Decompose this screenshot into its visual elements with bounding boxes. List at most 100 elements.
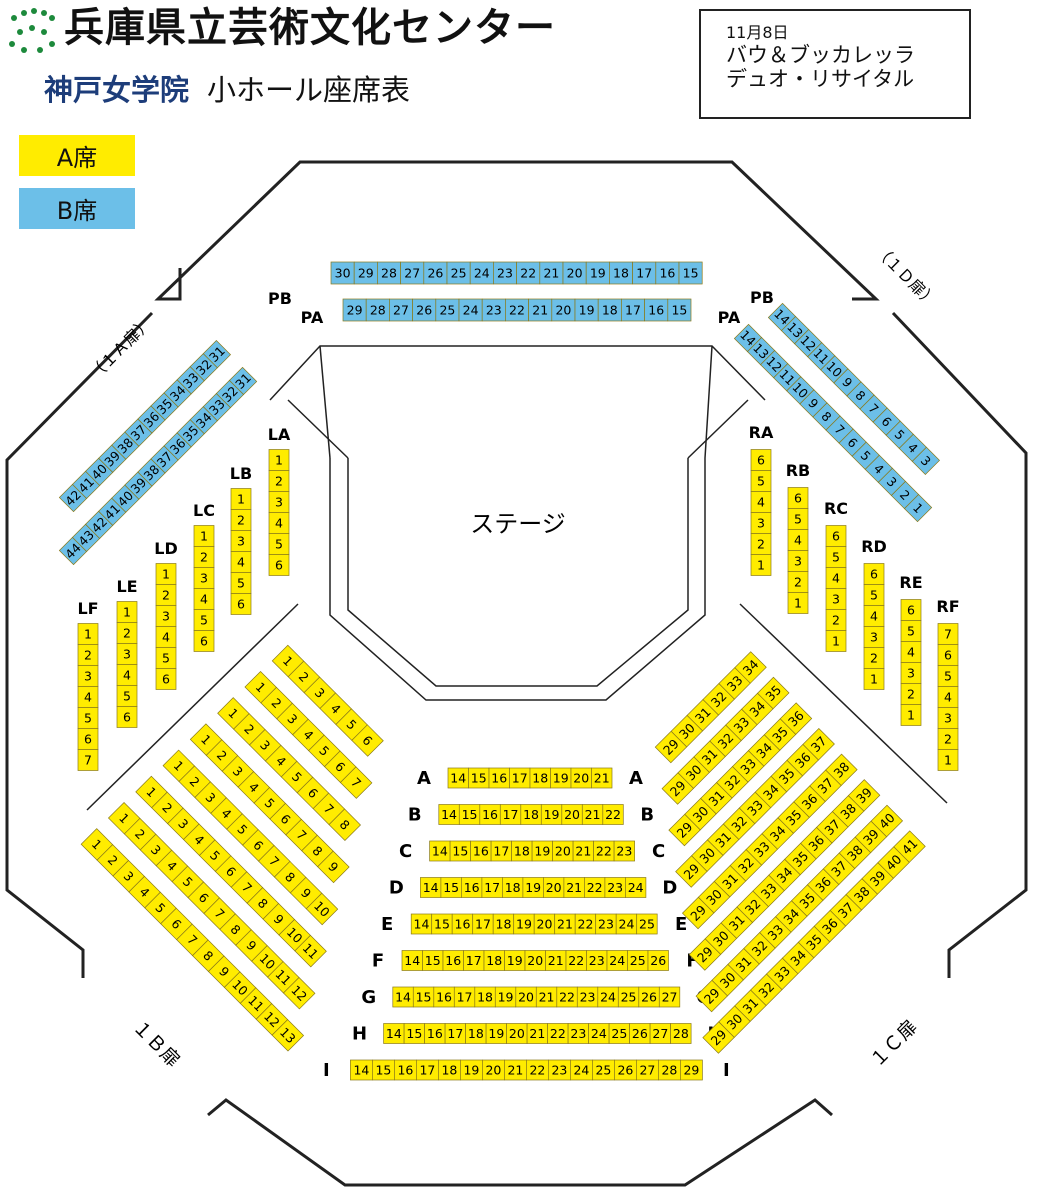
seat[interactable]: 1 <box>863 668 885 690</box>
seat[interactable]: 32 <box>215 379 245 409</box>
seat[interactable]: 14 <box>733 323 763 353</box>
seat[interactable]: 9 <box>317 850 350 884</box>
seat[interactable]: 22 <box>593 840 615 862</box>
seat[interactable]: 37 <box>802 727 835 761</box>
seat[interactable]: 37 <box>124 418 153 447</box>
seat[interactable]: 6 <box>193 630 215 652</box>
seat[interactable]: 17 <box>472 913 494 935</box>
seat[interactable]: 6 <box>116 706 138 728</box>
seat[interactable]: 22 <box>526 1059 549 1081</box>
seat[interactable]: 2 <box>155 584 177 606</box>
seat[interactable]: 25 <box>608 1023 630 1044</box>
seat[interactable]: 15 <box>440 877 462 898</box>
seat[interactable]: 6 <box>900 599 922 621</box>
seat[interactable]: 7 <box>859 394 888 423</box>
seat[interactable]: 12 <box>760 350 789 379</box>
seat[interactable]: 2 <box>750 533 772 555</box>
seat[interactable]: 4 <box>155 626 177 648</box>
seat[interactable]: 19 <box>540 804 563 825</box>
seat[interactable]: 5 <box>77 707 99 729</box>
seat[interactable]: 16 <box>655 261 680 285</box>
seat[interactable]: 27 <box>658 986 681 1008</box>
seat[interactable]: 18 <box>609 261 633 285</box>
seat[interactable]: 29 <box>680 1059 703 1081</box>
seat[interactable]: 25 <box>592 1059 615 1081</box>
seat[interactable]: 35 <box>150 392 179 421</box>
seat[interactable]: 7 <box>339 766 373 799</box>
seat[interactable]: 1 <box>116 601 138 623</box>
seat[interactable]: 4 <box>116 664 138 686</box>
seat[interactable]: 10 <box>305 892 339 926</box>
seat[interactable]: 8 <box>812 402 841 431</box>
seat[interactable]: 30 <box>330 261 355 285</box>
seat[interactable]: 5 <box>787 508 809 530</box>
seat[interactable]: 14 <box>350 1059 373 1081</box>
seat[interactable]: 5 <box>750 470 772 492</box>
seat[interactable]: 22 <box>556 986 578 1008</box>
seat[interactable]: 18 <box>520 804 542 825</box>
seat[interactable]: 40 <box>870 804 904 838</box>
seat[interactable]: 3 <box>911 446 941 476</box>
seat[interactable]: 5 <box>116 685 138 707</box>
seat[interactable]: 20 <box>552 840 574 862</box>
seat[interactable]: 14 <box>392 986 414 1008</box>
seat[interactable]: 24 <box>606 950 628 971</box>
seat[interactable]: 22 <box>565 950 587 971</box>
seat[interactable]: 27 <box>649 1023 671 1044</box>
seat[interactable]: 4 <box>750 491 772 513</box>
seat[interactable]: 23 <box>567 1023 589 1044</box>
seat[interactable]: 2 <box>116 622 138 644</box>
seat[interactable]: 20 <box>543 877 565 898</box>
seat[interactable]: 34 <box>734 651 767 684</box>
seat[interactable]: 4 <box>230 551 252 573</box>
seat[interactable]: 19 <box>531 840 553 862</box>
seat[interactable]: 28 <box>377 261 401 285</box>
seat[interactable]: 16 <box>644 298 669 322</box>
seat[interactable]: 21 <box>554 913 576 935</box>
seat[interactable]: 37 <box>150 445 179 474</box>
seat[interactable]: 17 <box>416 1059 439 1081</box>
seat[interactable]: 14 <box>420 877 442 898</box>
seat[interactable]: 12 <box>282 976 316 1010</box>
seat[interactable]: 16 <box>433 986 455 1008</box>
seat[interactable]: 16 <box>479 804 501 825</box>
seat[interactable]: 28 <box>670 1023 692 1044</box>
seat[interactable]: 18 <box>483 950 505 971</box>
seat[interactable]: 1 <box>787 592 809 614</box>
seat[interactable]: 21 <box>526 1023 548 1044</box>
seat[interactable]: 41 <box>98 497 127 526</box>
seat[interactable]: 18 <box>492 913 515 935</box>
seat[interactable]: 15 <box>449 840 471 862</box>
seat[interactable]: 20 <box>482 1059 505 1081</box>
seat[interactable]: 6 <box>825 525 847 547</box>
seat[interactable]: 40 <box>85 457 114 486</box>
seat[interactable]: 25 <box>435 298 460 322</box>
seat[interactable]: 2 <box>900 683 922 705</box>
seat[interactable]: 1 <box>937 749 959 771</box>
seat[interactable]: 23 <box>493 261 517 285</box>
seat[interactable]: 14 <box>438 804 460 825</box>
seat[interactable]: 6 <box>872 407 901 436</box>
seat[interactable]: 12 <box>794 329 823 358</box>
seat[interactable]: 5 <box>900 620 922 642</box>
seat[interactable]: 18 <box>529 767 551 789</box>
seat[interactable]: 25 <box>446 261 471 285</box>
seat[interactable]: 11 <box>294 934 327 968</box>
seat[interactable]: 2 <box>937 728 959 750</box>
seat[interactable]: 1 <box>268 449 290 471</box>
seat[interactable]: 3 <box>77 665 99 687</box>
seat[interactable]: 19 <box>522 877 544 898</box>
seat[interactable]: 34 <box>163 379 192 408</box>
seat[interactable]: 16 <box>470 840 492 862</box>
seat[interactable]: 15 <box>372 1059 395 1081</box>
seat[interactable]: 21 <box>563 877 585 898</box>
seat[interactable]: 4 <box>268 512 290 534</box>
seat[interactable]: 15 <box>678 261 703 285</box>
seat[interactable]: 6 <box>750 449 772 471</box>
seat[interactable]: 5 <box>885 420 914 449</box>
seat[interactable]: 17 <box>453 986 476 1008</box>
seat[interactable]: 33 <box>202 392 232 422</box>
seat[interactable]: 9 <box>833 368 862 397</box>
seat[interactable]: 1 <box>77 623 99 645</box>
seat[interactable]: 19 <box>485 1023 507 1044</box>
